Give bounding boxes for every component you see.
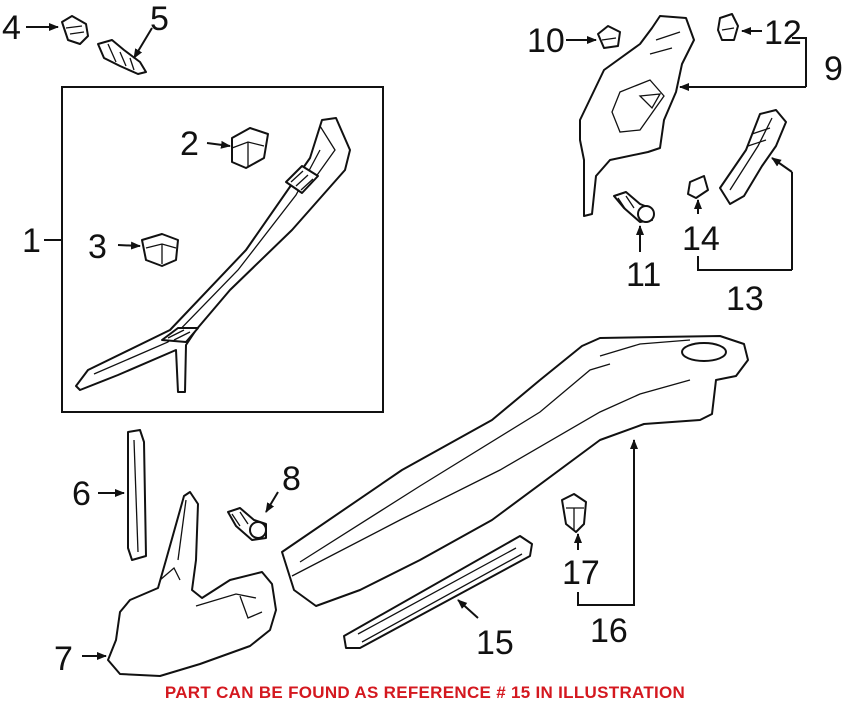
callout-15-arrow xyxy=(457,599,479,619)
clip-part-12 xyxy=(717,13,739,41)
callout-14: 14 xyxy=(682,220,720,258)
reference-caption: PART CAN BE FOUND AS REFERENCE # 15 IN I… xyxy=(165,683,685,702)
callout-5-arrow xyxy=(133,27,153,59)
seal-strip-part-6 xyxy=(127,429,147,561)
callout-16: 16 xyxy=(590,612,628,650)
callout-6: 6 xyxy=(72,475,91,513)
screw-part-11 xyxy=(613,191,655,223)
sill-plate-part-15 xyxy=(343,535,533,649)
callout-13-arrow xyxy=(771,157,793,173)
callout-15: 15 xyxy=(476,624,514,662)
b-pillar-lower-trim-part-13 xyxy=(719,109,787,205)
callout-4: 4 xyxy=(2,9,21,47)
callout-9: 9 xyxy=(824,50,843,88)
sill-panel-part-16 xyxy=(281,335,749,607)
b-pillar-upper-trim-part-9 xyxy=(579,15,695,217)
callout-11: 11 xyxy=(626,256,661,294)
callout-12: 12 xyxy=(764,14,802,52)
callout-3-arrow xyxy=(117,241,141,250)
callout-9-bracket xyxy=(792,37,807,87)
callout-8: 8 xyxy=(282,460,301,498)
callout-13: 13 xyxy=(726,280,764,318)
callout-16-bracket xyxy=(577,580,635,606)
callout-1: 1 xyxy=(22,222,41,260)
lower-trim-part-7 xyxy=(107,491,277,677)
fastener-part-5 xyxy=(97,39,147,75)
callout-3: 3 xyxy=(88,228,107,266)
clip-part-10 xyxy=(597,25,621,49)
part-1-group-box xyxy=(61,86,384,413)
callout-10: 10 xyxy=(527,22,565,60)
screw-part-8 xyxy=(227,507,267,541)
callout-8-arrow xyxy=(265,491,279,513)
a-pillar-vent-upper xyxy=(285,165,319,194)
clip-part-3 xyxy=(141,233,179,267)
callout-13-bracket xyxy=(697,256,792,271)
clip-part-2 xyxy=(231,127,269,169)
callout-17: 17 xyxy=(562,554,600,592)
a-pillar-trim xyxy=(75,117,351,393)
callout-2-arrow xyxy=(206,140,231,149)
push-pin-part-4 xyxy=(61,15,89,45)
a-pillar-vent-lower xyxy=(161,327,199,343)
callout-7: 7 xyxy=(54,640,73,678)
callout-2: 2 xyxy=(180,125,199,163)
clip-part-14 xyxy=(687,175,709,199)
callout-5: 5 xyxy=(150,0,169,38)
clip-part-17 xyxy=(561,493,587,533)
